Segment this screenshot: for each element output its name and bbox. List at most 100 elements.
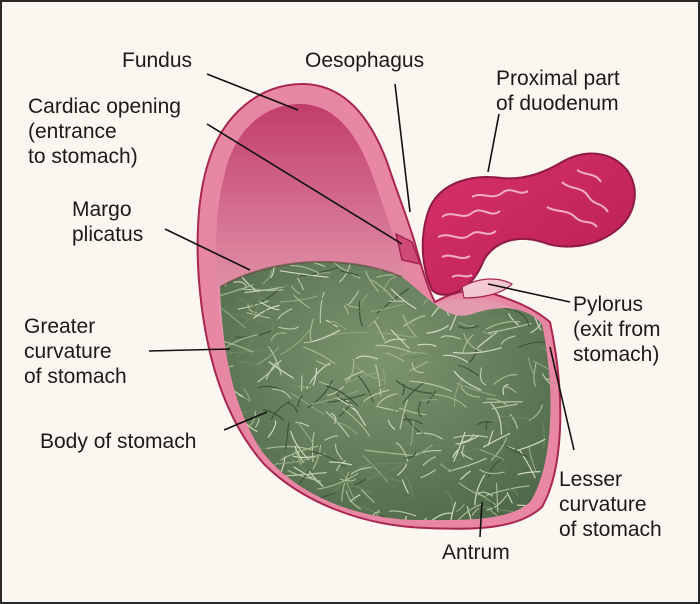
hay-strand [340,270,360,277]
hay-strand [420,398,438,401]
hay-strand [246,312,270,319]
hay-strand [509,413,518,429]
hay-strand [350,466,372,475]
hay-strand [284,524,309,544]
pylorus-shape [461,278,513,299]
hay-strand [199,476,211,494]
hay-strand [462,334,474,355]
hay-strand [518,341,548,348]
hay-strand [325,385,359,407]
hay-strand [354,478,367,486]
hay-strand [291,459,307,464]
hay-strand [401,479,409,494]
hay-strand [490,501,510,521]
hay-strand [263,521,277,539]
hay-strand [479,419,511,427]
hay-strand [532,360,551,375]
hay-strand [347,306,385,313]
hay-strand [403,315,426,327]
hay-strand [235,478,266,484]
hay-strand [521,261,545,278]
hay-strand [436,445,456,447]
hay-strand [220,509,225,515]
hay-strand [500,335,516,345]
hay-strand [220,416,224,435]
hay-strand [362,261,365,270]
hay-strand [243,512,275,515]
hay-strand [487,322,532,334]
hay-strand [376,405,399,412]
hay-strand [513,309,530,327]
hay-strand [323,435,339,441]
hay-strand [296,277,305,291]
hay-strand [444,490,454,508]
duodenum-shape [421,152,636,296]
hay-strand [483,401,523,404]
hay-strand [452,448,460,458]
hay-strand [399,351,429,357]
hay-strand [278,498,288,510]
hay-strand [408,360,429,372]
hay-strand [515,261,522,264]
hay-strand [331,320,347,330]
hay-strand [460,385,480,398]
hay-strand [402,382,424,404]
hay-strand [251,487,254,516]
hay-strand [310,450,346,468]
hay-strand [229,515,247,521]
hay-strand [192,482,214,502]
hay-strand [528,519,534,521]
hay-strand [485,321,521,330]
hay-strand [257,346,280,365]
hay-strand [187,507,208,530]
hay-strand [370,278,396,301]
hay-strand [349,372,379,383]
hay-strand [315,322,337,327]
hay-strand [312,368,318,386]
hay-strand [461,444,465,458]
hay-strand [303,346,336,365]
hay-strand [458,321,475,327]
hay-strand [303,512,311,521]
hay-strand [294,449,302,465]
hay-strand [266,445,313,451]
hay-strand [343,304,350,315]
hay-strand [454,502,483,521]
hay-strand [262,524,263,542]
hay-strand [311,432,315,463]
hay-strand [463,333,482,352]
hay-strand [345,303,359,309]
hay-strand [280,328,311,356]
hay-strand [493,374,518,386]
hay-strand [360,489,376,504]
hay-strand [417,401,423,418]
hay-strand [290,430,310,461]
hay-strand [295,421,310,427]
hay-strand [540,345,551,370]
hay-strand [403,472,415,499]
hay-strand [474,474,486,506]
hay-strand [402,314,418,338]
hay-strand [370,303,405,313]
label-lesser-curvature: Lesser curvature of stomach [559,468,662,541]
hay-strand [398,407,427,416]
hay-strand [429,512,453,521]
hay-strand [278,326,300,330]
hay-strand [455,434,480,445]
hay-strand [360,294,369,306]
hay-strand [223,348,271,354]
hay-strand [362,454,389,483]
hay-strand [487,430,494,446]
hay-strand [420,469,437,479]
hay-strand [236,361,269,371]
label-oesophagus: Oesophagus [305,49,425,72]
hay-strand [257,501,297,514]
hay-strand [452,434,488,439]
hay-strand [261,270,273,285]
hay-strand [506,487,519,497]
hay-strand [326,261,361,279]
hay-strand [252,304,280,319]
hay-strand [506,492,513,504]
hay-strand [285,313,299,344]
hay-strand [362,389,390,403]
